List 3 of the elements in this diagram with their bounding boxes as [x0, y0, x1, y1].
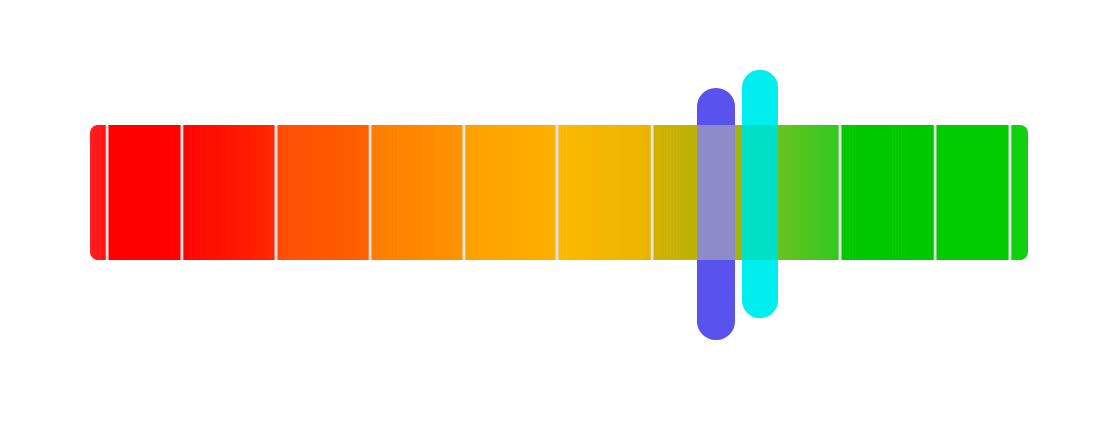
slider-handle: [697, 88, 735, 340]
color-scale-bar: [90, 125, 1028, 260]
slider-handle: [742, 70, 778, 318]
